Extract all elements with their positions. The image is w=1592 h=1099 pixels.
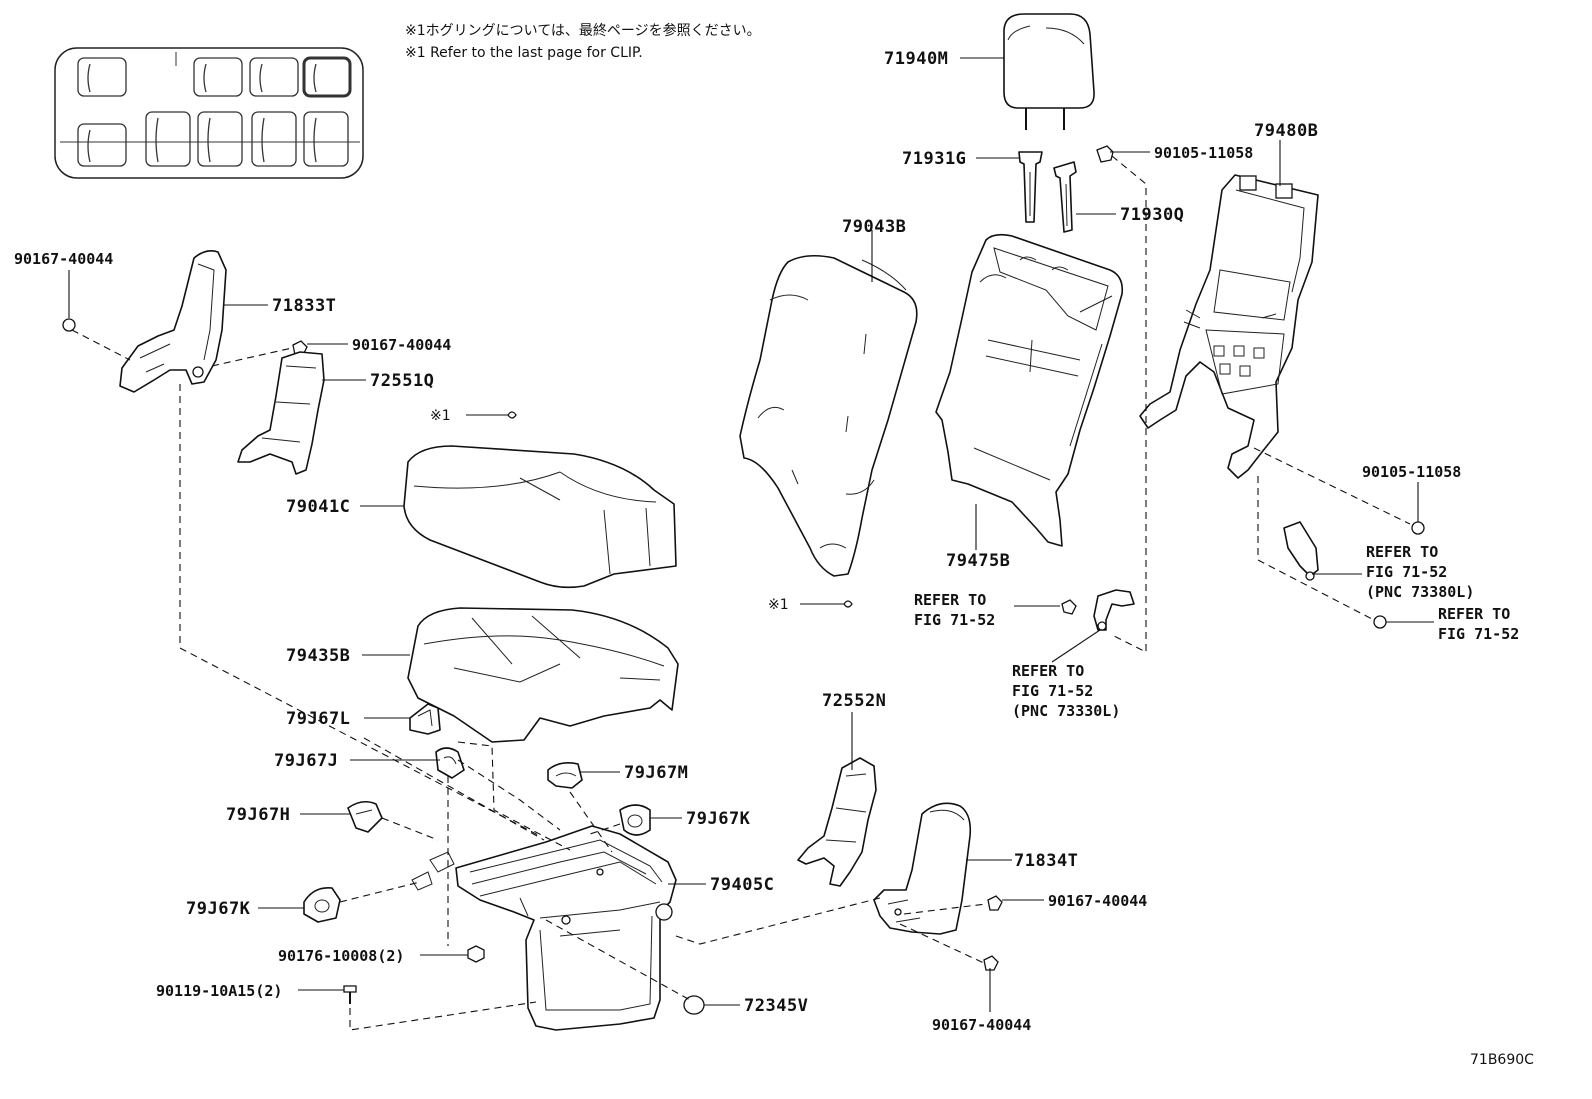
seatback-pad [739,254,918,577]
thumbnail-seat-icons [60,52,360,167]
label-90167-40044-r1: 90167-40044 [1048,892,1147,910]
clip-90167-40044-r2 [983,955,999,971]
refer-73330L-line-1: REFER TO [1012,662,1084,680]
headrest [1003,13,1095,130]
part-labels: 71940M 71931G 71930Q 90105-11058 79480B … [14,49,1461,1034]
cover-79J67H [347,800,383,833]
label-79435B: 79435B [286,646,350,666]
nut-90176-10008 [467,945,485,963]
nut-90105-11058-top [1096,145,1114,163]
refer-73380L-line-2: FIG 71-52 [1366,563,1447,581]
belt-buckle-right [1283,521,1425,629]
label-90105-11058-top: 90105-11058 [1154,144,1253,162]
seat-cushion-pad [403,445,677,589]
label-79405C: 79405C [710,875,774,895]
label-71834T: 71834T [1014,851,1078,871]
label-90167-40044-mid: 90167-40044 [352,336,451,354]
refer-pnc-73330L: REFER TO FIG 71-52 (PNC 73330L) [1012,662,1120,720]
label-72551Q: 72551Q [370,371,434,391]
label-79041C: 79041C [286,497,350,517]
note-english: ※1 Refer to the last page for CLIP. [405,45,643,61]
label-79043B: 79043B [842,217,906,237]
note-japanese: ※1ホグリングについては、最終ページを参照ください。 [405,22,761,39]
seat-layout-thumbnail [54,47,364,179]
label-79J67K-right: 79J67K [686,809,751,829]
label-71833T: 71833T [272,296,336,316]
seat-cushion-cover [407,607,679,743]
label-90167-40044-left: 90167-40044 [14,250,113,268]
refer-right-line-2: FIG 71-52 [1438,625,1519,643]
headrest-support-71931G [1018,151,1043,223]
cover-79J67L [409,703,441,735]
label-90176-10008: 90176-10008(2) [278,947,404,965]
clip-mark-upper: ※1 [430,408,517,424]
label-79475B: 79475B [946,551,1010,571]
label-79J67K-left: 79J67K [186,899,251,919]
refer-center-line-2: FIG 71-52 [914,611,995,629]
belt-bracket-center [1061,589,1135,631]
refer-73380L-line-3: (PNC 73380L) [1366,583,1474,601]
side-shield-71834T [873,802,972,935]
clip-mark-lower: ※1 [768,597,853,613]
label-71930Q: 71930Q [1120,205,1184,225]
refer-center: REFER TO FIG 71-52 [914,591,995,629]
cover-79J67K-right [619,804,651,836]
label-90167-40044-r2: 90167-40044 [932,1016,1031,1034]
clip-90167-40044-left [62,318,76,332]
seat-frame [411,825,677,1031]
label-90119-10A15: 90119-10A15(2) [156,982,282,1000]
label-79J67H: 79J67H [226,805,290,825]
leader-lines [68,57,1434,1012]
refer-73380L-line-1: REFER TO [1366,543,1438,561]
side-shield-71833T [119,250,227,393]
dashed-assembly-lines [71,155,1411,1031]
cover-79J67K-left [303,886,341,923]
headrest-support-71930Q [1053,161,1077,233]
refer-pnc-73380L: REFER TO FIG 71-52 (PNC 73380L) [1366,543,1474,601]
label-71931G: 71931G [902,149,966,169]
cover-72551Q [237,351,325,475]
clip-90167-40044-r1 [987,895,1003,911]
label-90105-11058-right: 90105-11058 [1362,463,1461,481]
diagram-code: 71B690C [1470,1052,1534,1068]
svg-text:※1: ※1 [430,408,451,424]
refer-right: REFER TO FIG 71-52 [1438,605,1519,643]
seatback-frame [1139,174,1319,479]
refer-center-line-1: REFER TO [914,591,986,609]
refer-73330L-line-3: (PNC 73330L) [1012,702,1120,720]
label-79J67J: 79J67J [274,751,338,771]
label-79J67M: 79J67M [624,763,688,783]
label-72552N: 72552N [822,691,886,711]
seatback-cover [935,233,1124,547]
refer-73330L-line-2: FIG 71-52 [1012,682,1093,700]
label-72345V: 72345V [744,996,808,1016]
svg-text:※1: ※1 [768,597,789,613]
label-71940M: 71940M [884,49,948,69]
cover-72552N [797,757,877,887]
label-79J67L: 79J67L [286,709,350,729]
cover-79J67M [547,762,583,789]
refer-right-line-1: REFER TO [1438,605,1510,623]
label-79480B: 79480B [1254,121,1318,141]
bolt-90119-10A15 [343,985,357,1004]
cover-79J67J [435,747,465,779]
